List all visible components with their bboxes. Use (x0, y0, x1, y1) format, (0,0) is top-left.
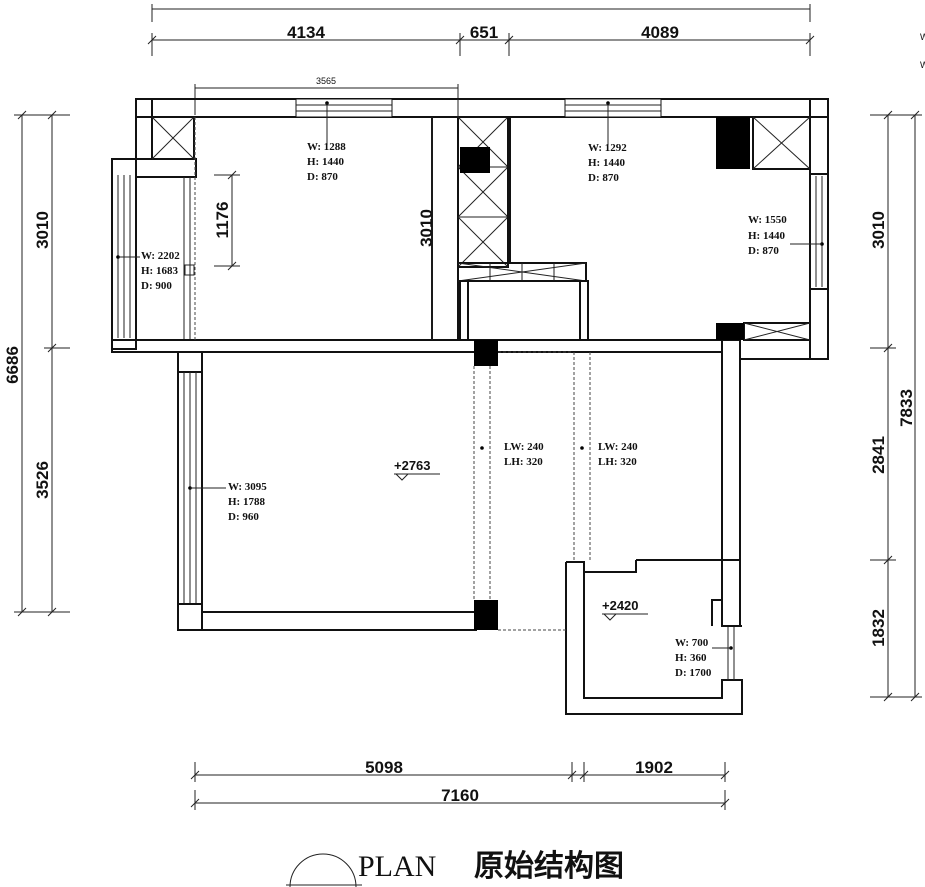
window-dim-1176: 1176 (213, 202, 232, 239)
window-2-h: H: 1440 (588, 157, 625, 169)
top-dim-4089: 4089 (641, 23, 679, 42)
beam-2-lh: LH: 320 (598, 456, 637, 468)
window-note-5: W: 3095 H: 1788 D: 960 (188, 481, 267, 523)
window-6-w: W: 700 (675, 637, 709, 649)
beam-2-lw: LW: 240 (598, 441, 638, 453)
window-note-6: W: 700 H: 360 D: 1700 (675, 637, 733, 679)
interior-dimension: 3010 (417, 117, 436, 340)
window-4-h: H: 1683 (141, 265, 178, 277)
level-kitchen: +2420 (602, 598, 639, 613)
beam-1-lh: LH: 320 (504, 456, 543, 468)
side-mark-1: W (920, 32, 925, 42)
outer-walls (111, 98, 829, 715)
top-dim-4134: 4134 (287, 23, 325, 42)
right-dim-1832: 1832 (869, 609, 888, 647)
beam-note-2: LW: 240 LH: 320 (580, 441, 638, 468)
beam-1-lw: LW: 240 (504, 441, 544, 453)
window-5-d: D: 960 (228, 511, 259, 523)
bottom-dim-1902: 1902 (635, 758, 673, 777)
window-6-d: D: 1700 (675, 667, 712, 679)
window-note-1: W: 1288 H: 1440 D: 870 (307, 101, 346, 183)
window-note-2: W: 1292 H: 1440 D: 870 (588, 101, 627, 184)
window-note-3: W: 1550 H: 1440 D: 870 (748, 214, 824, 257)
right-dimension-chain: 3010 2841 1832 7833 (869, 110, 922, 702)
top-dim-3565: 3565 (316, 76, 336, 86)
right-dim-3010: 3010 (869, 211, 888, 249)
window-4-w: W: 2202 (141, 250, 180, 262)
top-header (151, 4, 811, 22)
bottom-dimension-chain: 5098 1902 7160 (190, 758, 730, 810)
left-dim-6686: 6686 (3, 346, 22, 384)
top-windows (295, 98, 662, 118)
window-height-dimension: 1176 (213, 170, 240, 271)
plan-title-cn: 原始结构图 (474, 849, 624, 884)
window-4-d: D: 900 (141, 280, 172, 292)
left-dim-3526: 3526 (33, 461, 52, 499)
left-dimension-chain: 6686 3010 3526 (3, 110, 70, 617)
window-1-h: H: 1440 (307, 156, 344, 168)
plan-title: PLAN 原始结构图 (286, 849, 624, 887)
window-2-d: D: 870 (588, 172, 619, 184)
window-note-4: W: 2202 H: 1683 D: 900 (116, 250, 180, 292)
left-dim-3010: 3010 (33, 211, 52, 249)
small-box (184, 264, 195, 276)
bottom-dim-5098: 5098 (365, 758, 403, 777)
window-3-h: H: 1440 (748, 230, 785, 242)
window-3-w: W: 1550 (748, 214, 787, 226)
side-mark-2: W (920, 60, 925, 70)
window-3-d: D: 870 (748, 245, 779, 257)
window-5-h: H: 1788 (228, 496, 265, 508)
interior-walls (151, 99, 811, 631)
window-6-h: H: 360 (675, 652, 707, 664)
interior-dim-3010: 3010 (417, 209, 436, 247)
top-dim-651: 651 (470, 23, 498, 42)
bottom-dim-7160: 7160 (441, 786, 479, 805)
level-mark-kitchen: +2420 (602, 598, 648, 621)
level-living: +2763 (394, 458, 431, 473)
plan-title-en: PLAN (358, 850, 436, 883)
beam-note-1: LW: 240 LH: 320 (480, 441, 544, 468)
top-dimension-chain: 4134 651 4089 (147, 23, 815, 56)
window-1-d: D: 870 (307, 171, 338, 183)
right-dim-7833: 7833 (897, 389, 916, 427)
window-5-w: W: 3095 (228, 481, 267, 493)
window-1-w: W: 1288 (307, 141, 346, 153)
right-dim-2841: 2841 (869, 436, 888, 474)
window-2-w: W: 1292 (588, 142, 627, 154)
level-mark-living: +2763 (394, 458, 440, 481)
columns (460, 117, 750, 630)
